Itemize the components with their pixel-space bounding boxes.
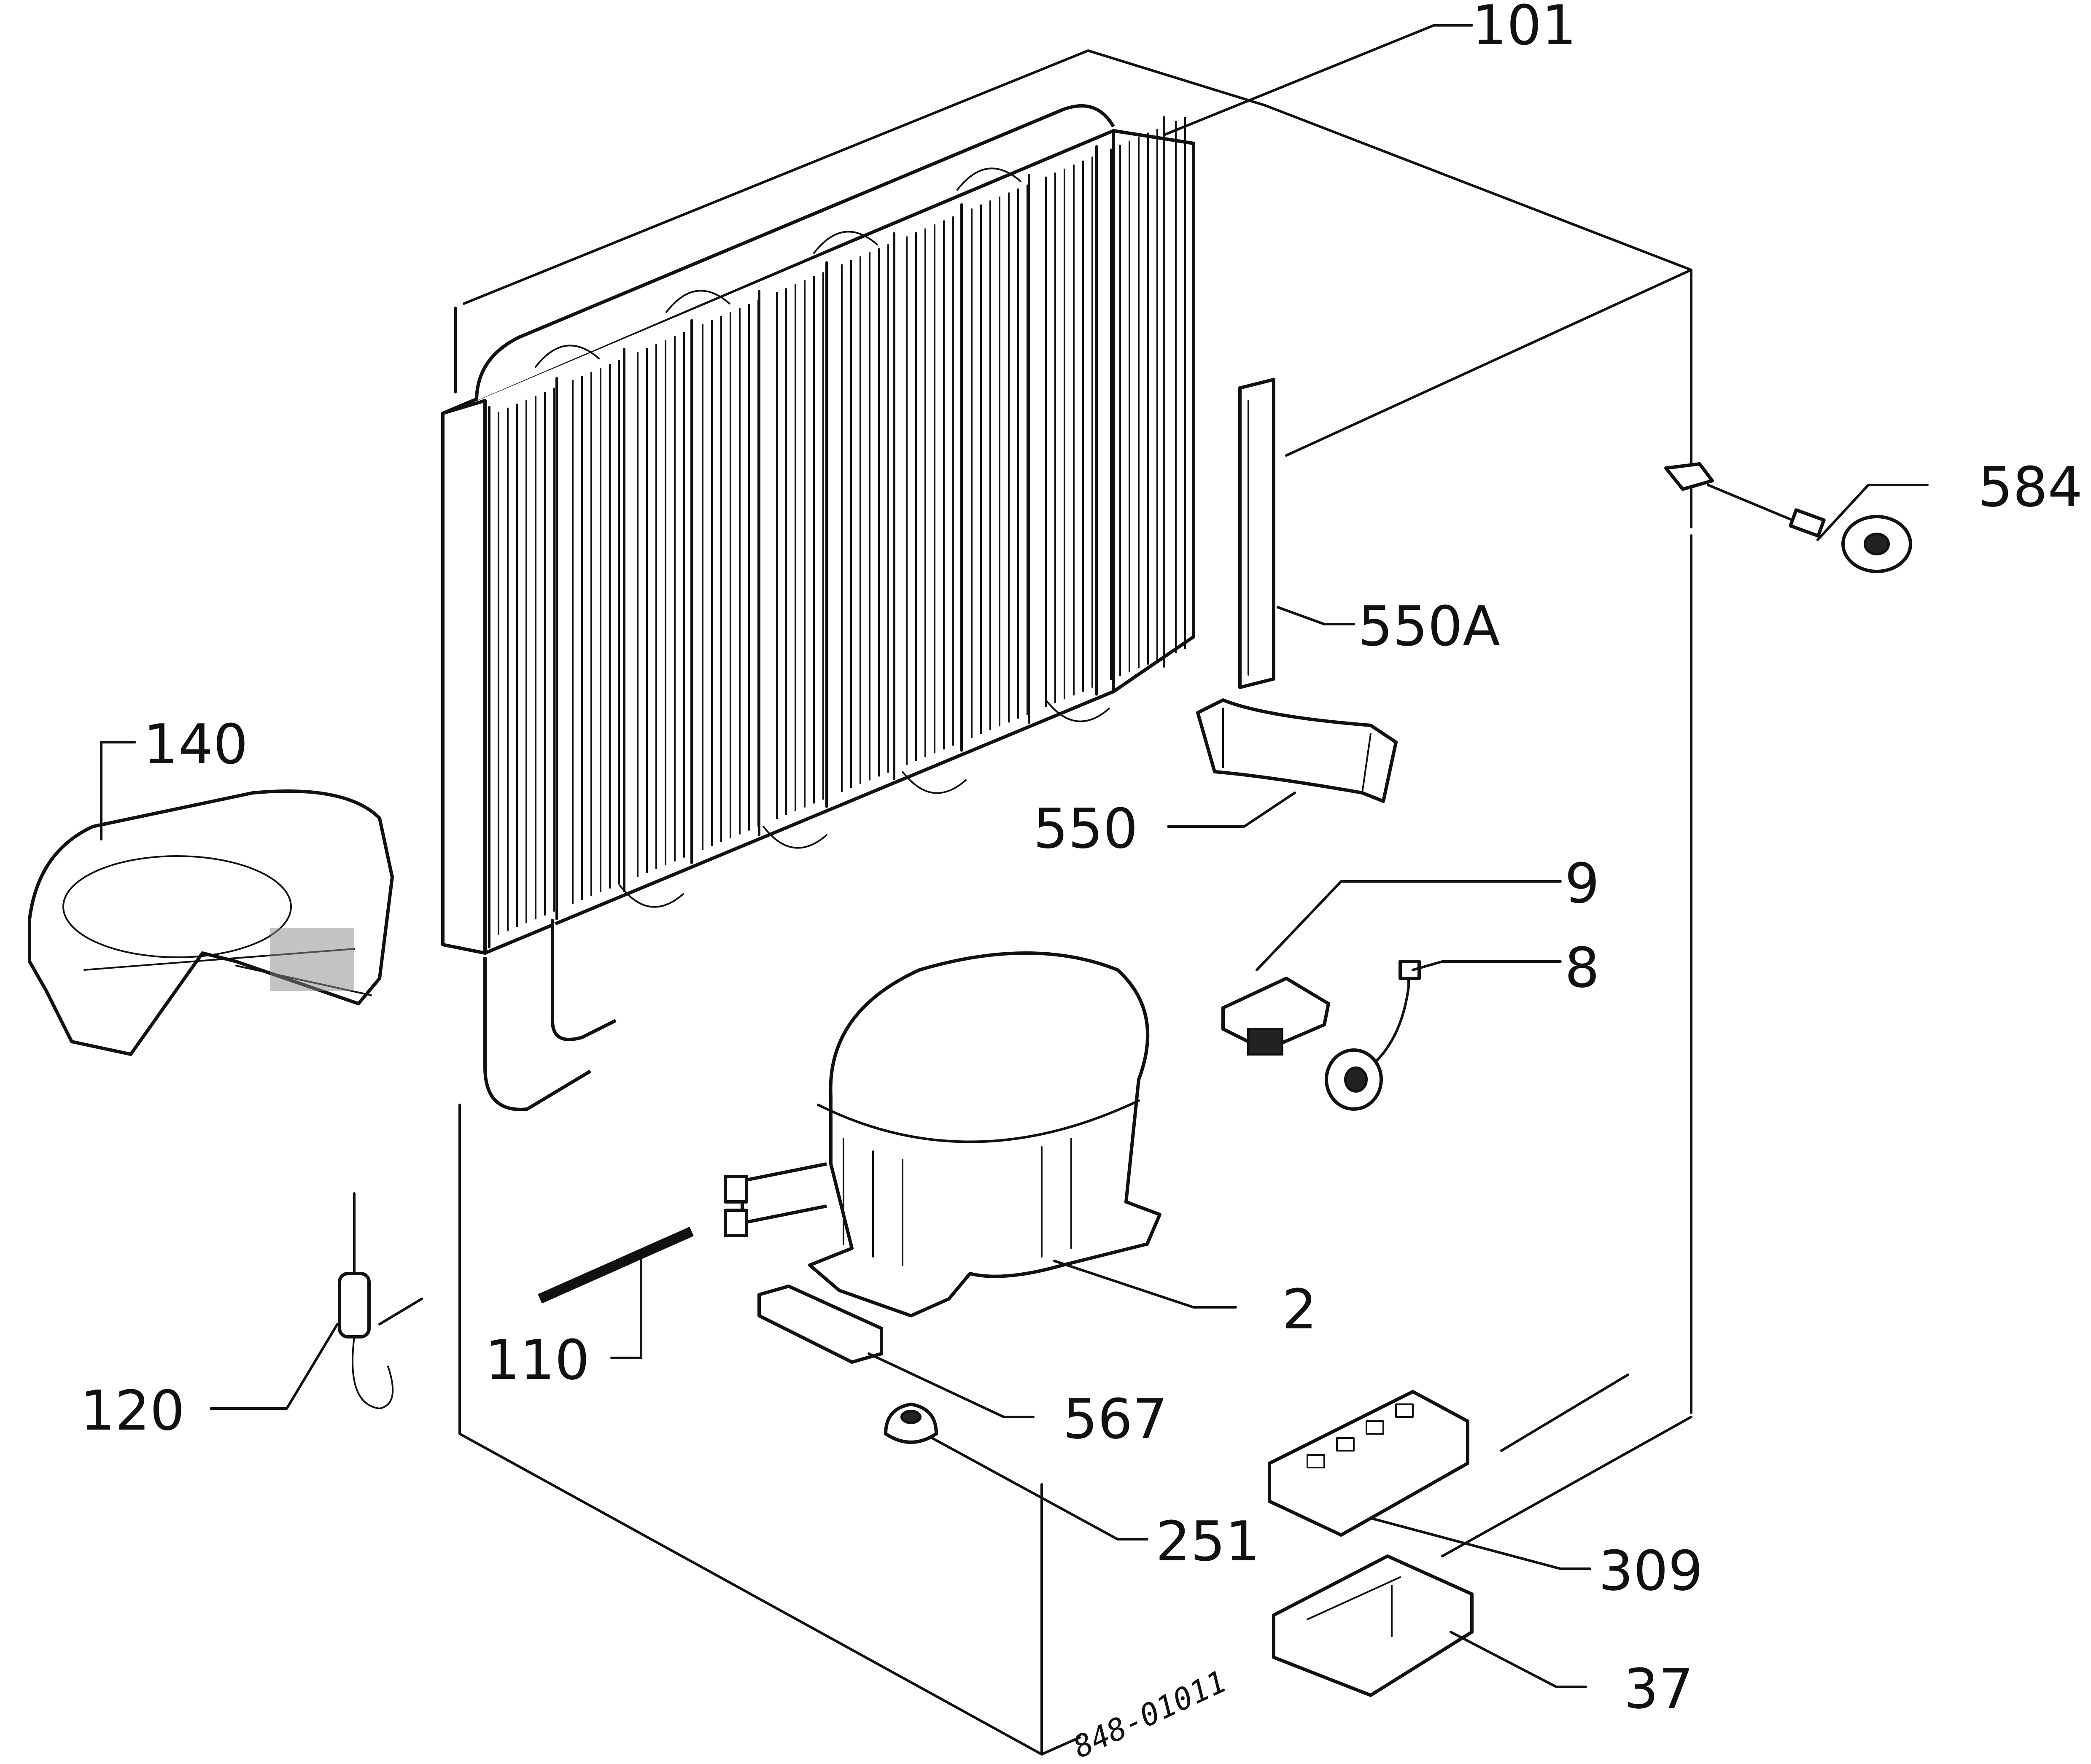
callout-110: 110 [485,1328,590,1392]
callout-550: 550 [1033,797,1138,861]
cabinet-outline [454,49,1692,1756]
condenser-101 [441,104,1195,1111]
callout-584: 584 [1978,455,2083,519]
part-2-compressor [724,951,1161,1317]
part-120-capillary [338,1192,423,1409]
leader-lines [100,24,1929,1688]
part-8-grommet [1325,960,1421,1111]
callout-309: 309 [1598,1539,1703,1603]
part-251-foot [884,1403,938,1444]
callout-2: 2 [1282,1277,1317,1341]
part-9-relay [1221,977,1330,1056]
part-110-tube [538,1227,694,1303]
callout-8: 8 [1565,936,1600,1000]
callout-140: 140 [143,712,248,776]
part-567-plate [757,1285,883,1364]
callout-labels: 101 584 550A 140 550 9 8 2 110 120 567 2… [80,0,2083,1764]
callout-567: 567 [1063,1387,1167,1451]
part-550-bracket [1196,698,1398,803]
part-140-drip-tray [28,789,394,1056]
drawing-code: 848-01011 [1068,1663,1232,1764]
callout-120: 120 [80,1379,185,1443]
callout-37: 37 [1624,1657,1693,1721]
callout-9: 9 [1565,851,1600,916]
callout-550A: 550A [1358,594,1500,658]
part-37-box [1272,1554,1474,1697]
part-550A-strip [1238,378,1275,689]
callout-251: 251 [1156,1509,1260,1573]
part-584-sensor [1664,462,1912,573]
callout-101: 101 [1472,0,1576,57]
part-309-cover [1268,1390,1469,1537]
